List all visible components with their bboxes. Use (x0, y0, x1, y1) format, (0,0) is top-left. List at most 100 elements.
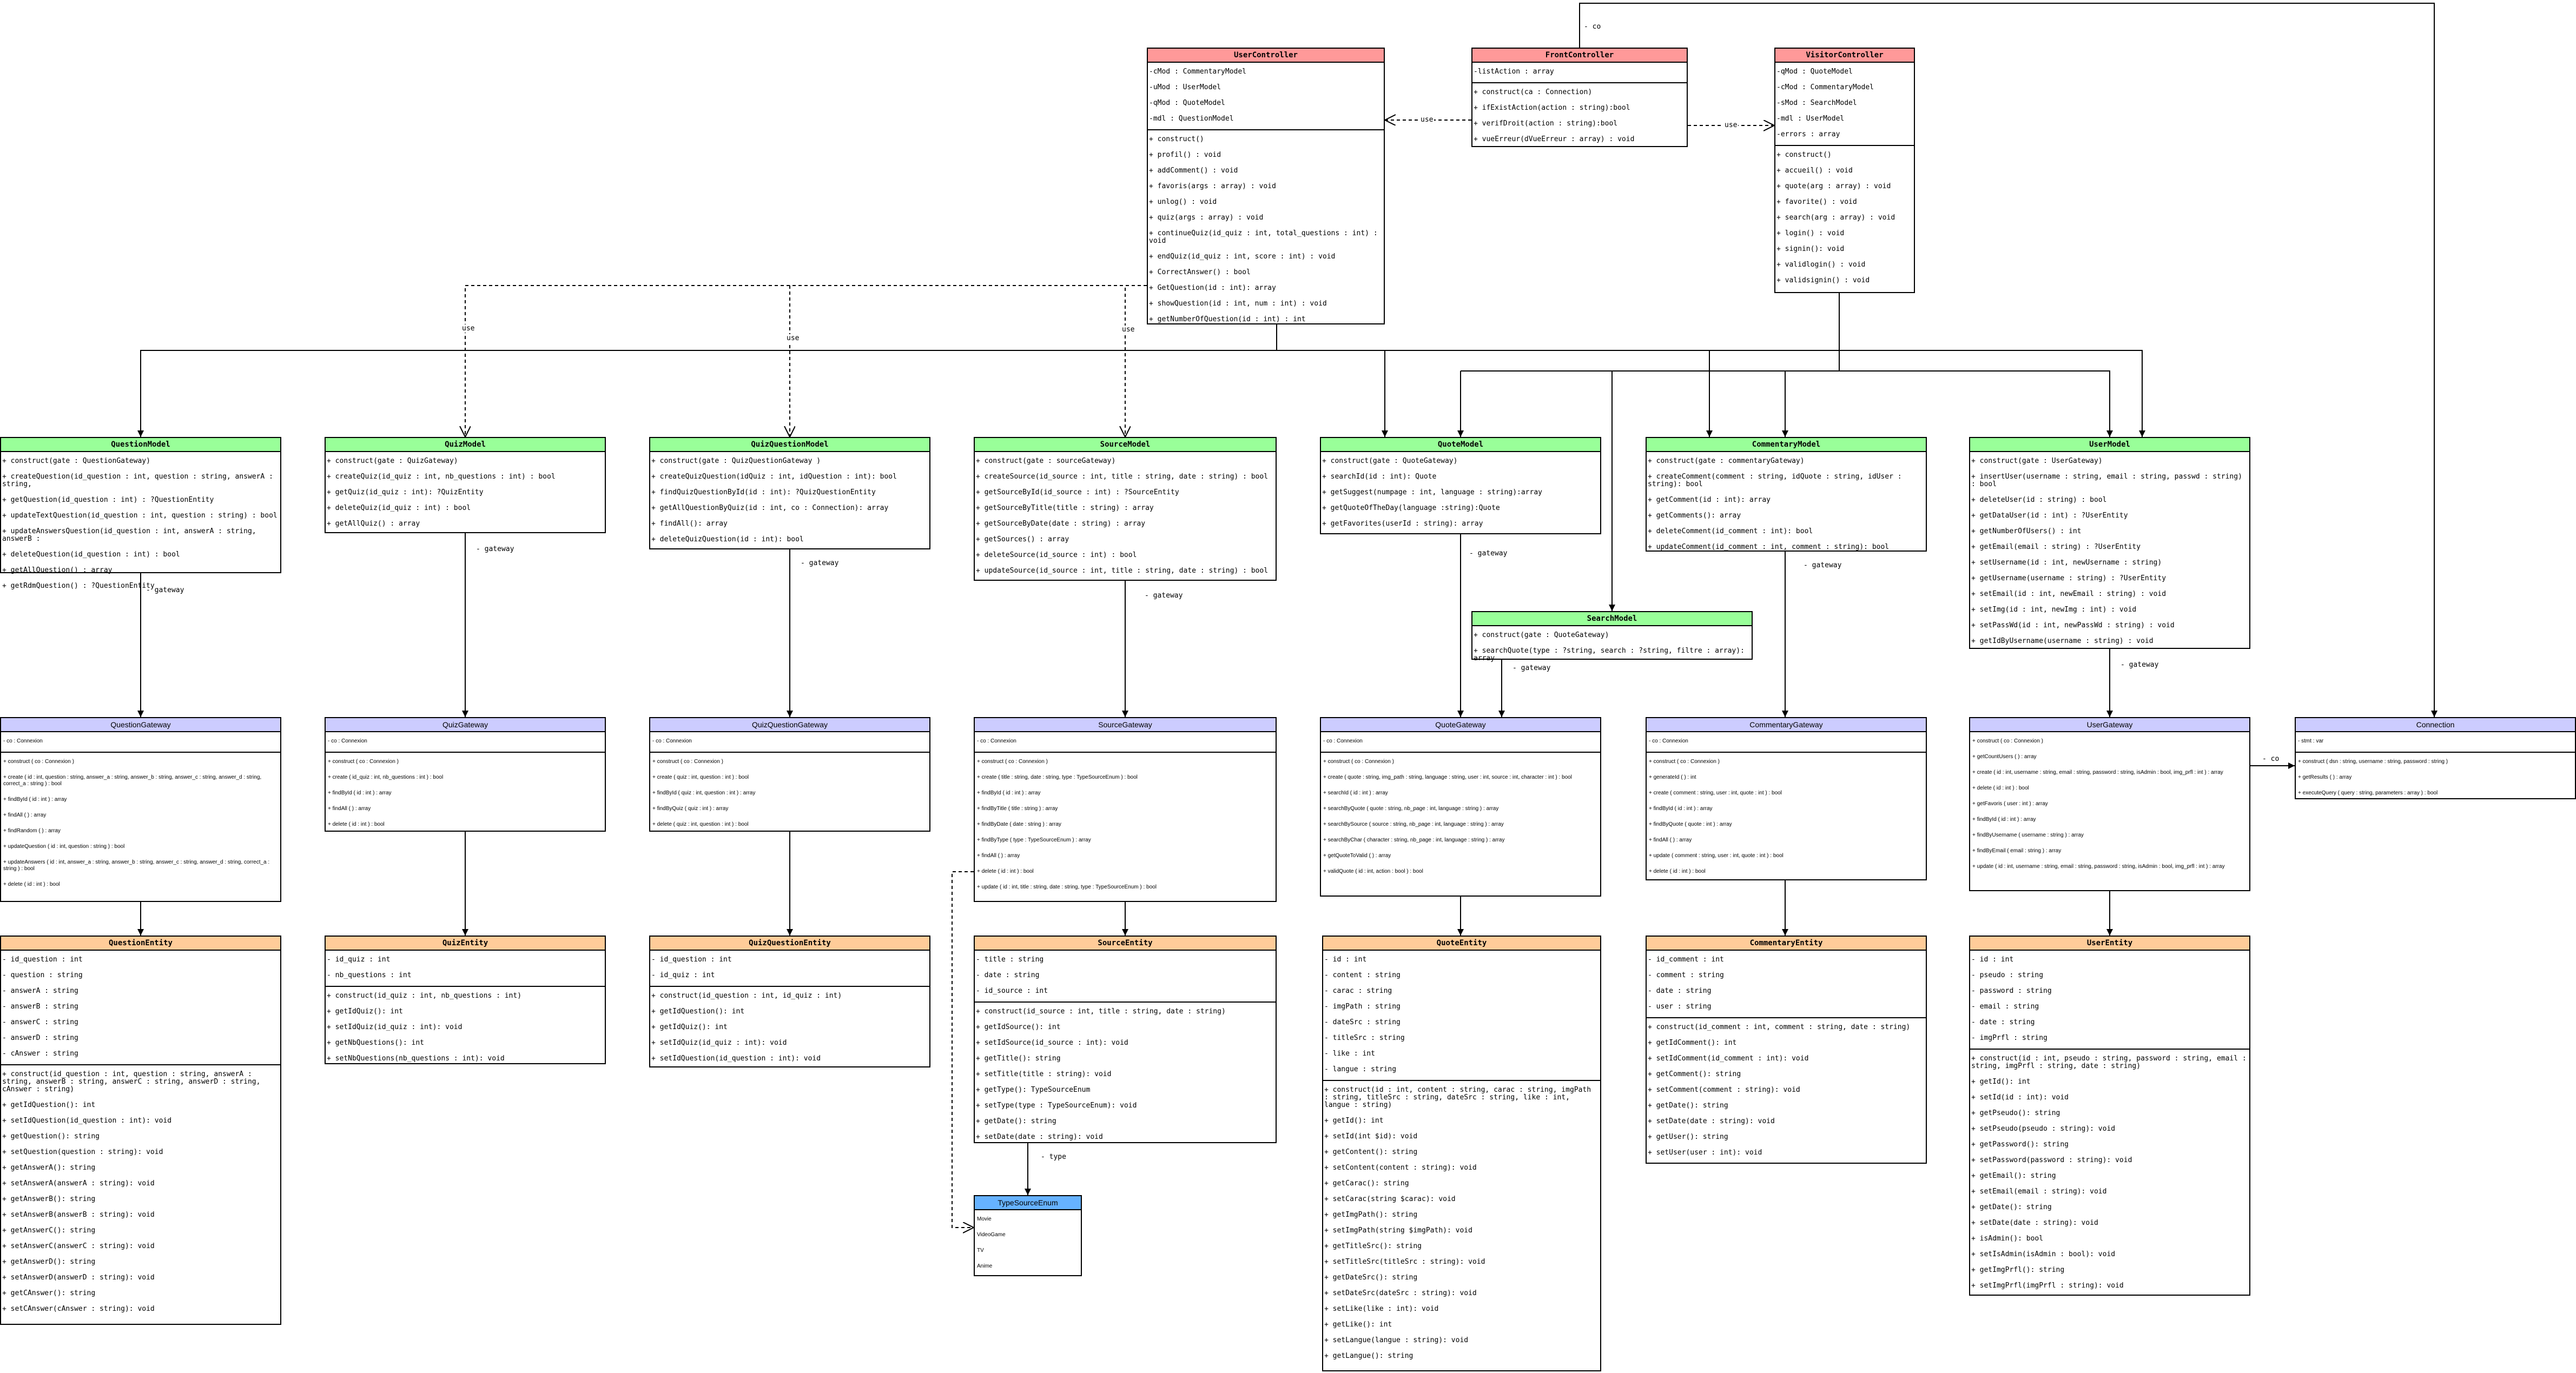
attribute-row: - answerC : string (2, 1018, 78, 1026)
attribute-row: - id_quiz : int (651, 971, 715, 979)
method-row: + getContent(): string (1324, 1148, 1418, 1156)
method-row: + construct ( co : Connexion ) (977, 759, 1048, 765)
method-row: + getQuestion(): string (2, 1132, 100, 1140)
class-frontcontroller: FrontController-listAction : array+ cons… (1471, 48, 1688, 147)
method-row: + setId(int $id): void (1324, 1132, 1418, 1140)
method-row: + construct(gate : commentaryGateway) (1648, 457, 1805, 465)
method-row: + construct ( dsn : string, username : s… (2298, 759, 2448, 765)
attribute-compartment: - id_quiz : int- nb_questions : int (326, 951, 605, 986)
use-label: use (1121, 326, 1136, 334)
attribute-row: - answerD : string (2, 1034, 78, 1042)
method-row: VideoGame (977, 1232, 1006, 1238)
attribute-row: - co : Connexion (652, 738, 692, 744)
method-row: + getLangue(): string (1324, 1352, 1414, 1360)
method-row: + setDate(date : string): void (976, 1133, 1103, 1141)
attribute-row: - cAnswer : string (2, 1050, 78, 1058)
method-row: + getSourceByDate(date : string) : array (976, 520, 1146, 528)
method-compartment: + construct ( co : Connexion ) + getCount… (1970, 732, 2249, 877)
method-row: + construct(id_quiz : int, nb_questions … (327, 992, 522, 1000)
attribute-row: - id_question : int (651, 956, 732, 964)
method-row: + getNbQuestions(): int (327, 1039, 425, 1047)
method-row: + construct(gate : QuestionGateway) (2, 457, 150, 465)
attribute-compartment: -listAction : array (1472, 63, 1687, 82)
method-row: + getQuoteOfTheDay(language :string):Quo… (1322, 504, 1500, 512)
attribute-row: -cMod : CommentaryModel (1776, 83, 1874, 91)
method-row: + construct(id_source : int, title : str… (976, 1007, 1226, 1016)
method-row: + construct ( co : Connexion ) (1972, 738, 2043, 744)
attribute-row: - password : string (1971, 987, 2052, 995)
method-row: + setIdQuiz(id_quiz : int): void (651, 1039, 787, 1047)
method-row: + construct(id_comment : int, comment : … (1648, 1023, 1911, 1031)
method-row: + setIdSource(id_source : int): void (976, 1039, 1128, 1047)
method-row: + create ( id : int, username : string, … (1972, 770, 2223, 775)
method-row: + getUsername(username : string) : ?User… (1971, 574, 2167, 582)
method-row: + updateQuestion ( id : int, question : … (3, 844, 125, 850)
class-name: QuestionModel (1, 438, 280, 452)
method-row: + validQuote ( id : int, action : bool )… (1323, 868, 1423, 874)
method-row: Anime (977, 1263, 993, 1269)
method-row: + setImgPath(string $imgPath): void (1324, 1226, 1472, 1235)
method-row: + findById ( quiz : int, question : int … (652, 790, 756, 796)
gateway-label: - gateway (1145, 592, 1183, 600)
method-row: + update ( id : int, title : string, dat… (977, 884, 1157, 890)
class-name: QuizQuestionEntity (650, 937, 929, 951)
attribute-compartment: - id_comment : int- comment : string- da… (1647, 951, 1926, 1017)
class-usergateway: UserGateway+ construct ( co : Connexion … (1969, 717, 2250, 891)
method-row: + generateId ( ) : int (1649, 774, 1696, 780)
class-name: QuoteModel (1321, 438, 1600, 452)
attribute-compartment: - co : Connexion (1, 732, 280, 752)
method-row: + deleteComment(id_comment : int): bool (1648, 527, 1813, 535)
attribute-row: - id_question : int (2, 956, 83, 964)
class-name: QuoteEntity (1323, 937, 1600, 951)
class-quizentity: QuizEntity- id_quiz : int- nb_questions … (325, 936, 606, 1064)
class-name: QuizEntity (326, 937, 605, 951)
method-row: + getAnswerC(): string (2, 1226, 96, 1235)
method-row: + searchByQuote ( quote : string, nb_pag… (1323, 806, 1499, 812)
method-row: + construct(gate : UserGateway) (1971, 457, 2103, 465)
method-row: + construct(gate : QuoteGateway) (1322, 457, 1458, 465)
method-row: + setImg(id : int, newImg : int) : void (1971, 606, 2137, 614)
method-row: + findByQuote ( quote : int ) : array (1649, 821, 1732, 827)
method-row: + create ( quote : string, img_path : st… (1323, 774, 1572, 780)
class-quoteentity: QuoteEntity- id : int- content : string-… (1322, 936, 1601, 1371)
method-row: + findById ( id : int ) : array (977, 790, 1041, 796)
attribute-row: - pseudo : string (1971, 971, 2044, 979)
gateway-label: - gateway (1804, 561, 1842, 569)
attribute-compartment: -cMod : CommentaryModel-uMod : UserModel… (1148, 63, 1384, 129)
method-row: + searchId ( id : int ) : array (1323, 790, 1388, 796)
class-usercontroller: UserController-cMod : CommentaryModel-uM… (1147, 48, 1385, 324)
method-compartment: + construct(gate : QuizQuestionGateway )… (650, 452, 929, 550)
attribute-row: -qMod : QuoteModel (1776, 68, 1853, 76)
method-row: + deleteQuestion(id_question : int) : bo… (2, 550, 180, 559)
attribute-row: -sMod : SearchModel (1776, 99, 1857, 107)
class-quizquestionmodel: QuizQuestionModel+ construct(gate : Quiz… (649, 437, 930, 549)
method-row: + addComment() : void (1149, 167, 1238, 175)
attribute-row: - langue : string (1324, 1065, 1397, 1073)
type-label: - type (1041, 1153, 1066, 1161)
method-row: + getComment(id : int): array (1648, 496, 1771, 504)
class-questionentity: QuestionEntity- id_question : int- quest… (0, 936, 281, 1325)
method-row: + create ( comment : string, user : int,… (1649, 790, 1782, 796)
method-row: + CorrectAnswer() : bool (1149, 268, 1251, 276)
method-row: + deleteQuizQuestion(id : int): bool (651, 535, 804, 543)
method-row: + setComment(comment : string): void (1648, 1086, 1800, 1094)
attribute-row: - co : Connexion (977, 738, 1016, 744)
method-row: + getFavoris ( user : int ) : array (1972, 801, 2048, 807)
method-row: + construct ( co : Connexion ) (652, 759, 723, 765)
class-quotemodel: QuoteModel + construct(gate : QuoteGatewa… (1320, 437, 1601, 534)
method-row: + setImgPrfl(imgPrfl : string): void (1971, 1282, 2124, 1290)
method-row: + findAll ( ) : array (1649, 837, 1692, 843)
attribute-row: -mdl : QuestionModel (1149, 115, 1234, 123)
method-row: + getCountUsers ( ) : array (1972, 754, 2037, 760)
method-row: + getSources() : array (976, 535, 1069, 543)
method-row: + getIdQuestion(): int (651, 1007, 745, 1016)
gateway-label: - gateway (1512, 664, 1551, 672)
method-row: + create ( id : int, question : string, … (3, 774, 263, 787)
attribute-row: -listAction : array (1474, 68, 1554, 76)
method-row: + getEmail(): string (1971, 1172, 2056, 1180)
method-row: + setAnswerB(answerB : string): void (2, 1211, 155, 1219)
method-row: + getUser(): string (1648, 1133, 1728, 1141)
gateway-label: - gateway (801, 559, 839, 567)
method-row: + setId(id : int): void (1971, 1093, 2069, 1102)
method-compartment: + construct(gate : QuizGateway)+ createQ… (326, 452, 605, 534)
